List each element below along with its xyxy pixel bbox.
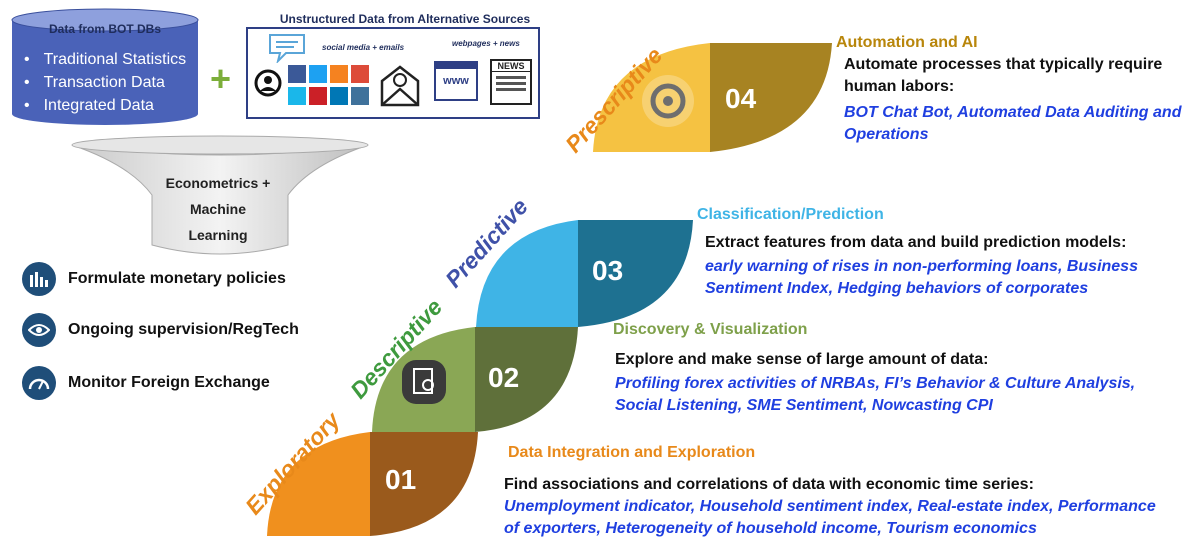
stage-example-line: Operations bbox=[844, 126, 929, 143]
stage-example-line: of exporters, Heterogeneity of household… bbox=[504, 520, 1037, 537]
www-text: www bbox=[443, 75, 469, 87]
bot-db-list: Traditional Statistics Transaction Data … bbox=[24, 48, 187, 117]
stage-number-03: 03 bbox=[592, 255, 624, 286]
stage-04-text: Automation and AI Automate processes tha… bbox=[836, 34, 1181, 146]
stage-number-02: 02 bbox=[488, 362, 520, 393]
bot-db-item: Transaction Data bbox=[24, 71, 186, 94]
social-media-label: social media + emails bbox=[322, 43, 405, 52]
stage-body: Extract features from data and build pre… bbox=[705, 234, 1127, 251]
news-icon: NEWS bbox=[490, 59, 532, 105]
use-case-supervision: Ongoing supervision/RegTech bbox=[22, 313, 299, 347]
alt-sources-box: social media + emails webpages + news ww… bbox=[246, 27, 540, 119]
petal-01 bbox=[267, 432, 478, 536]
social-media-icons bbox=[288, 65, 369, 105]
stage-03-text: Classification/Prediction Extract featur… bbox=[697, 206, 1138, 300]
email-icon bbox=[380, 65, 420, 107]
use-case-label: Formulate monetary policies bbox=[68, 270, 286, 287]
petal-02 bbox=[372, 327, 578, 432]
petal-04 bbox=[593, 43, 832, 152]
user-icon bbox=[254, 69, 282, 97]
stage-title: Discovery & Visualization bbox=[613, 321, 808, 338]
stage-example-line: BOT Chat Bot, Automated Data Auditing an… bbox=[844, 104, 1182, 121]
webpages-label: webpages + news bbox=[452, 39, 520, 48]
use-case-monetary: Formulate monetary policies bbox=[22, 262, 286, 296]
stage-body: Explore and make sense of large amount o… bbox=[615, 351, 989, 368]
plus-sign: + bbox=[210, 58, 232, 99]
use-case-label: Ongoing supervision/RegTech bbox=[68, 321, 299, 338]
stage-example-line: Sentiment Index, Hedging behaviors of co… bbox=[705, 280, 1089, 297]
alt-sources-title: Unstructured Data from Alternative Sourc… bbox=[279, 12, 531, 26]
funnel-shape bbox=[71, 135, 369, 255]
gauge-icon bbox=[22, 366, 56, 400]
funnel-label: Econometrics + Machine Learning bbox=[150, 170, 286, 248]
funnel-line: Econometrics + bbox=[165, 175, 271, 191]
bot-db-item: Traditional Statistics bbox=[24, 48, 187, 71]
use-case-forex: Monitor Foreign Exchange bbox=[22, 366, 270, 400]
news-text: NEWS bbox=[492, 61, 530, 72]
bot-db-item: Integrated Data bbox=[24, 94, 186, 117]
stage-examples: Profiling forex activities of NRBAs, FI’… bbox=[615, 373, 1135, 417]
stage-body-line: human labors: bbox=[844, 78, 955, 95]
use-case-label: Monitor Foreign Exchange bbox=[68, 374, 270, 391]
stage-examples: Unemployment indicator, Household sentim… bbox=[504, 496, 1156, 540]
stage-number-04: 04 bbox=[725, 83, 757, 114]
stage-title: Data Integration and Exploration bbox=[508, 444, 756, 461]
stage-body-line: Automate processes that typically requir… bbox=[844, 56, 1163, 73]
petal-03 bbox=[476, 220, 693, 327]
stage-title: Automation and AI bbox=[836, 34, 978, 51]
stage-title: Classification/Prediction bbox=[697, 206, 884, 223]
funnel-line: Machine bbox=[189, 201, 246, 217]
bot-db-title: Data from BOT DBs bbox=[48, 22, 161, 36]
stage-body: Find associations and correlations of da… bbox=[504, 476, 1034, 493]
stage-example-line: Unemployment indicator, Household sentim… bbox=[504, 498, 1156, 515]
stage-example-line: early warning of rises in non-performing… bbox=[705, 258, 1138, 275]
chat-bubble-icon bbox=[269, 34, 305, 63]
stage-examples: BOT Chat Bot, Automated Data Auditing an… bbox=[844, 102, 1181, 146]
bar-chart-icon bbox=[22, 262, 56, 296]
funnel-line: Learning bbox=[188, 227, 248, 243]
stage-example-line: Profiling forex activities of NRBAs, FI’… bbox=[615, 375, 1136, 392]
eye-icon bbox=[22, 313, 56, 347]
webpage-icon: www bbox=[434, 61, 478, 101]
stage-01-text: Data Integration and Exploration Find as… bbox=[504, 444, 1156, 540]
stage-example-line: Social Listening, SME Sentiment, Nowcast… bbox=[615, 397, 993, 414]
stage-02-text: Discovery & Visualization Explore and ma… bbox=[613, 321, 1135, 417]
stage-examples: early warning of rises in non-performing… bbox=[705, 256, 1138, 300]
stage-number-01: 01 bbox=[385, 464, 417, 495]
stage-body: Automate processes that typically requir… bbox=[844, 54, 1181, 98]
